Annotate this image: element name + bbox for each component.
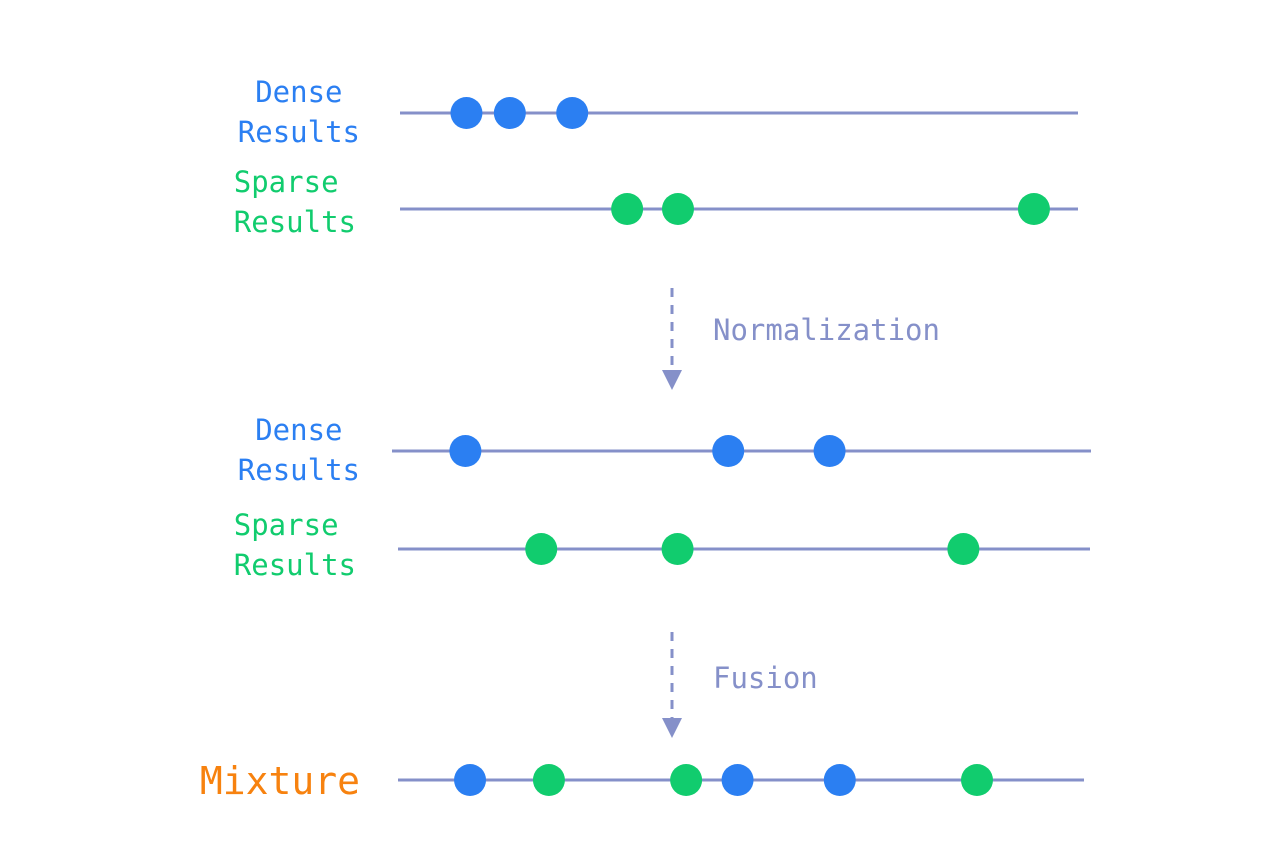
raw-sparse-label: Sparse Results <box>234 165 356 239</box>
normalized-sparse-label-line2: Results <box>234 548 356 582</box>
dense-result-point <box>712 435 745 467</box>
raw-results-group: Dense Results Sparse Results <box>234 75 1078 239</box>
normalized-sparse-points <box>525 533 980 565</box>
normalization-arrowhead-icon <box>662 370 682 390</box>
sparse-mixture-point <box>960 764 993 796</box>
raw-dense-points <box>450 97 589 129</box>
mixture-label: Mixture <box>200 759 360 803</box>
dense-mixture-point <box>454 764 487 796</box>
mixture-points <box>454 764 993 796</box>
sparse-result-point <box>661 193 694 225</box>
fusion-arrowhead-icon <box>662 718 682 738</box>
normalized-dense-label-line2: Results <box>238 453 360 487</box>
sparse-mixture-point <box>670 764 703 796</box>
sparse-result-point <box>611 193 644 225</box>
normalized-sparse-label-line1: Sparse <box>234 508 339 542</box>
sparse-mixture-point <box>532 764 565 796</box>
sparse-result-point <box>525 533 558 565</box>
raw-dense-label-line2: Results <box>238 115 360 149</box>
dense-result-point <box>449 435 482 467</box>
raw-dense-label-line1: Dense <box>255 75 342 109</box>
raw-sparse-label-line1: Sparse <box>234 165 339 199</box>
normalization-step: Normalization <box>662 288 940 390</box>
dense-mixture-point <box>823 764 856 796</box>
dense-result-point <box>813 435 846 467</box>
normalized-dense-points <box>449 435 846 467</box>
dense-result-point <box>450 97 483 129</box>
normalized-dense-label: Dense Results <box>238 413 360 487</box>
sparse-result-point <box>661 533 694 565</box>
dense-result-point <box>493 97 526 129</box>
raw-sparse-label-line2: Results <box>234 205 356 239</box>
dense-result-point <box>556 97 589 129</box>
dense-mixture-point <box>721 764 754 796</box>
sparse-result-point <box>947 533 980 565</box>
raw-sparse-points <box>611 193 1050 225</box>
fusion-step: Fusion <box>662 632 818 738</box>
fusion-label: Fusion <box>713 661 818 695</box>
normalization-label: Normalization <box>713 313 940 347</box>
mixture-group: Mixture <box>200 759 1084 803</box>
sparse-result-point <box>1017 193 1050 225</box>
normalized-dense-label-line1: Dense <box>255 413 342 447</box>
normalized-sparse-label: Sparse Results <box>234 508 356 582</box>
raw-dense-label: Dense Results <box>238 75 360 149</box>
normalized-results-group: Dense Results Sparse Results <box>234 413 1091 582</box>
